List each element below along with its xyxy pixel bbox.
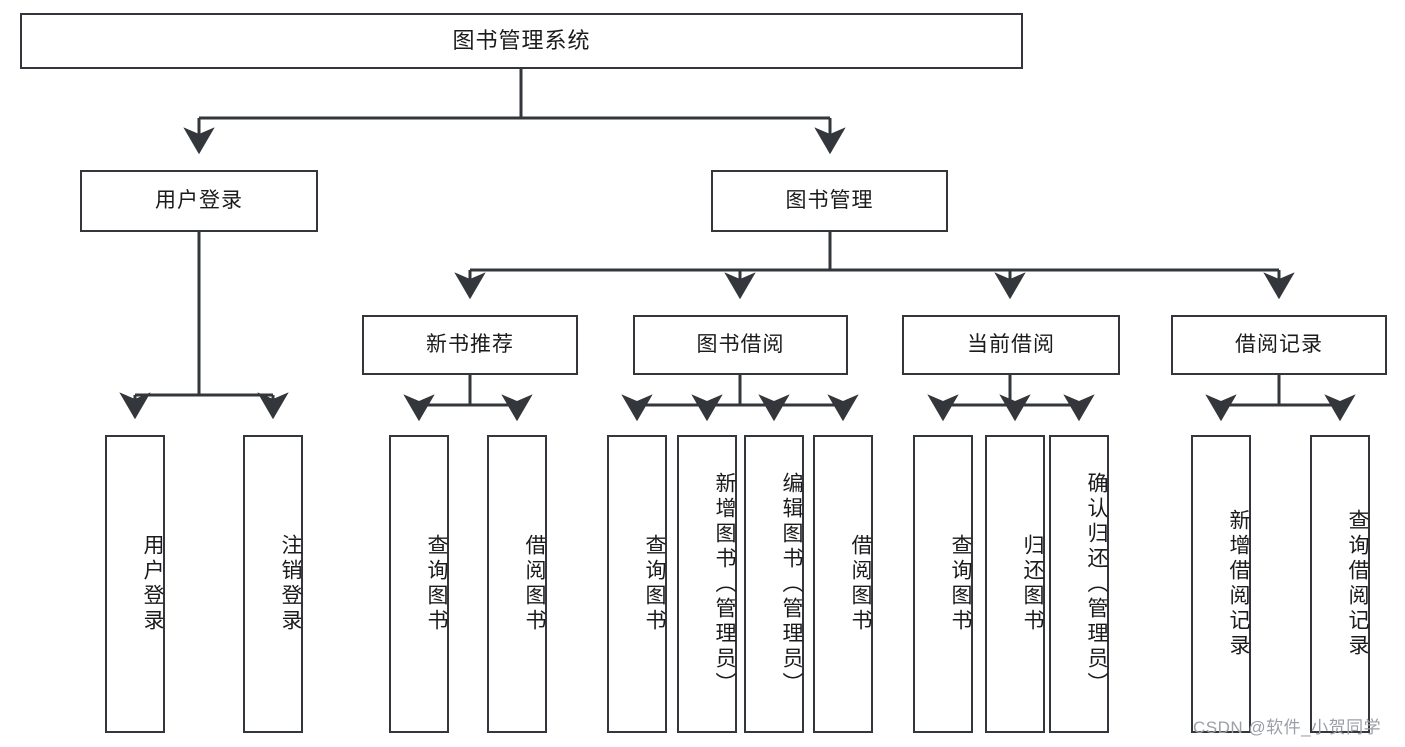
node-book-management-label: 图书管理 [785,189,874,213]
node-root-label: 图书管理系统 [452,27,591,53]
leaf-borrow-book-rec[interactable]: 借阅图书 [487,435,547,733]
leaf-confirm-return-admin-label: 确认归还（管理员） [1085,471,1108,697]
leaf-add-book-admin[interactable]: 新增图书（管理员） [677,435,737,733]
leaf-query-book-borrow[interactable]: 查询图书 [607,435,667,733]
node-root[interactable]: 图书管理系统 [20,13,1023,69]
leaf-edit-book-admin[interactable]: 编辑图书（管理员） [744,435,804,733]
node-new-book-recommend[interactable]: 新书推荐 [362,315,578,375]
node-book-borrow-label: 图书借阅 [696,333,785,357]
leaf-query-book-rec[interactable]: 查询图书 [389,435,449,733]
leaf-edit-book-admin-label: 编辑图书（管理员） [780,471,803,697]
watermark: CSDN @软件_小贺同学 [1193,718,1382,737]
node-user-login[interactable]: 用户登录 [80,170,318,232]
node-user-login-label: 用户登录 [155,189,243,213]
leaf-return-book[interactable]: 归还图书 [985,435,1045,733]
leaf-query-borrow-record[interactable]: 查询借阅记录 [1310,435,1370,733]
leaf-query-book-current-label: 查询图书 [949,534,972,634]
node-book-borrow[interactable]: 图书借阅 [633,315,848,375]
node-current-borrow[interactable]: 当前借阅 [902,315,1120,375]
leaf-query-book-current[interactable]: 查询图书 [913,435,973,733]
node-borrow-record-label: 借阅记录 [1235,333,1323,357]
leaf-borrow-book[interactable]: 借阅图书 [813,435,873,733]
node-borrow-record[interactable]: 借阅记录 [1171,315,1387,375]
leaf-logout-label: 注销登录 [279,534,302,634]
leaf-return-book-label: 归还图书 [1021,534,1044,634]
node-new-book-recommend-label: 新书推荐 [426,333,514,357]
leaf-add-borrow-record-label: 新增借阅记录 [1227,509,1250,659]
leaf-add-borrow-record[interactable]: 新增借阅记录 [1191,435,1251,733]
leaf-user-login-label: 用户登录 [141,534,164,634]
leaf-borrow-book-label: 借阅图书 [849,534,872,634]
leaf-logout[interactable]: 注销登录 [243,435,303,733]
leaf-query-borrow-record-label: 查询借阅记录 [1346,509,1369,659]
leaf-borrow-book-rec-label: 借阅图书 [523,534,546,634]
node-book-management[interactable]: 图书管理 [711,170,948,232]
node-current-borrow-label: 当前借阅 [967,333,1055,357]
leaf-query-book-borrow-label: 查询图书 [643,534,666,634]
leaf-query-book-rec-label: 查询图书 [425,534,448,634]
leaf-add-book-admin-label: 新增图书（管理员） [713,471,736,697]
leaf-user-login[interactable]: 用户登录 [105,435,165,733]
leaf-confirm-return-admin[interactable]: 确认归还（管理员） [1049,435,1109,733]
